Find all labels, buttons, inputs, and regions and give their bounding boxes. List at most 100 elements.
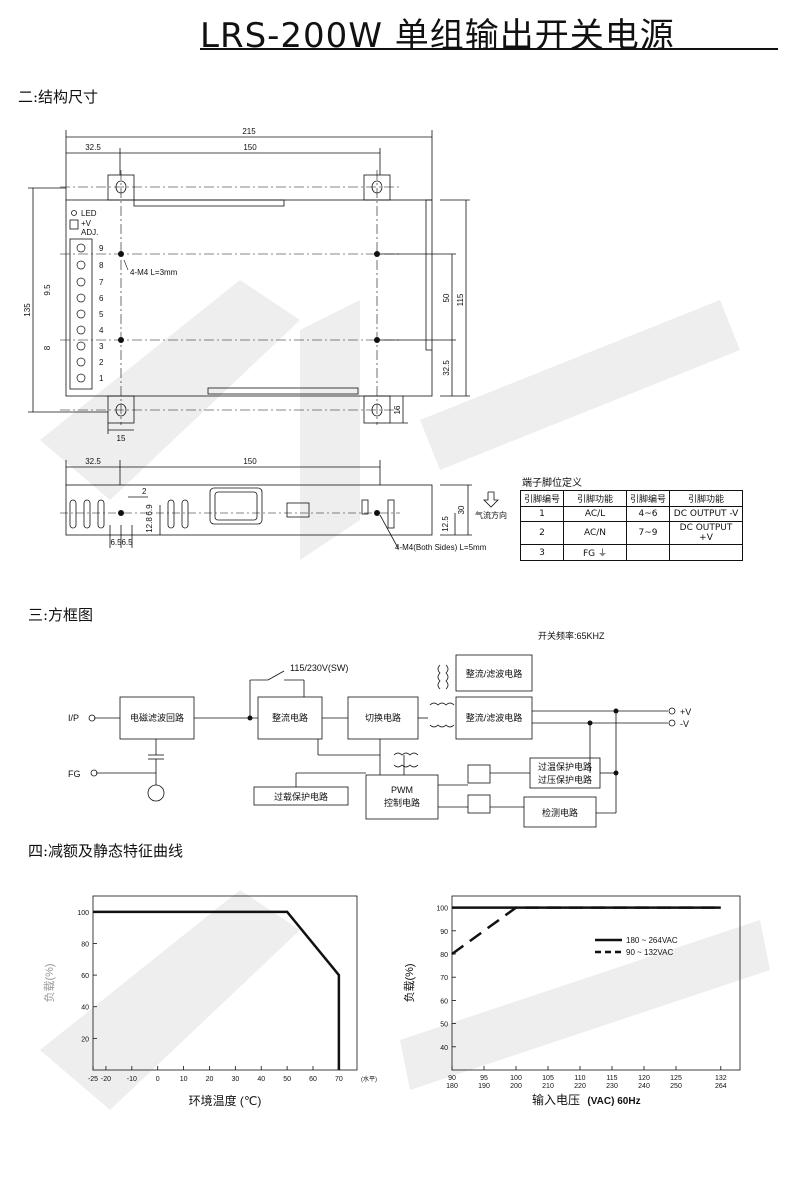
y-tick-label: 60 [440,998,448,1005]
x-tick-label-bottom: 220 [574,1083,586,1090]
x-tick-label-bottom: 180 [446,1083,458,1090]
dim-150: 150 [243,143,257,152]
x-tick-label: 0 [156,1076,160,1083]
x-tick-label-top: 120 [638,1075,650,1082]
section-structure: 二:结构尺寸 [18,88,99,106]
x-tick-label: 10 [180,1076,188,1083]
y-tick-label: 70 [440,975,448,982]
x-tick-label-bottom: 230 [606,1083,618,1090]
y-axis-label: 负载(%) [402,963,416,1002]
pin-cell [626,544,671,561]
title-underline [200,48,778,50]
block-rectifier: 整流电路 [272,712,308,723]
label-adj: ADJ. [81,228,98,237]
pin-cell: AC/N [563,521,628,545]
dim-8: 8 [43,345,52,350]
block-emi: 电磁滤波回路 [130,712,184,723]
x-tick-label: -20 [101,1076,111,1083]
side-dim-32-5: 32.5 [85,457,101,466]
x-tick-label-bottom: 264 [715,1083,727,1090]
label-m4-both: 4-M4(Both Sides) L=5mm [395,543,487,552]
terminal-label: 6 [99,294,104,303]
pin-cell: 1 [519,506,565,522]
x-tick-label: 30 [231,1076,239,1083]
x-tick-label-top: 105 [542,1075,554,1082]
side-dim-12-8: 12.8 [145,517,154,533]
dim-32-5: 32.5 [85,143,101,152]
y-tick-label: 100 [436,906,448,913]
terminal-label: 8 [99,261,104,270]
x-axis-label: 输入电压 [532,1092,580,1107]
x-tick-label-bottom: 190 [478,1083,490,1090]
plot-frame [92,895,358,1071]
terminal-label: 9 [99,244,104,253]
side-dim-12-5: 12.5 [441,516,450,532]
pin-table: 引脚编号 引脚功能 引脚编号 引脚功能 1 AC/L 4~6 DC OUTPUT… [519,490,744,561]
section-block-diagram: 三:方框图 [28,606,94,624]
block-diagram: 开关频率:65KHZ I/P FG 115/230V(SW) 电磁滤波回路 整流… [68,630,691,828]
pin-cell: DC OUTPUT +V [669,521,744,545]
side-dim-30: 30 [457,505,466,514]
block-switch: 切换电路 [365,712,401,723]
pin-header: 引脚编号 [626,490,671,507]
x-axis-label-unit: (VAC) 60Hz [587,1096,640,1107]
terminal-label: 2 [99,358,104,367]
x-tick-label-top: 115 [606,1075,617,1082]
x-tick-label-top: 110 [574,1075,585,1082]
y-tick-label: 40 [440,1045,448,1052]
block-rect-filter-top: 整流/滤波电路 [466,668,523,679]
label-minus-v: -V [680,719,689,729]
pin-header: 引脚编号 [519,490,565,507]
y-tick-label: 20 [81,1036,89,1043]
x-tick-label-top: 90 [448,1075,456,1082]
y-tick-label: 60 [81,973,89,980]
y-tick-label: 80 [81,941,89,948]
pin-cell: 3 [519,544,565,561]
side-dim-150: 150 [243,457,257,466]
block-olp: 过载保护电路 [274,791,328,802]
x-unit-label: (水平) [361,1075,377,1083]
x-tick-label-bottom: 240 [638,1083,650,1090]
pin-cell: FG ⏚ [563,544,628,561]
table-row: 1 AC/L 4~6 DC OUTPUT -V [519,506,744,522]
section-derating: 四:减额及静态特征曲线 [28,842,184,860]
block-pwm-control: 控制电路 [384,797,420,808]
block-pwm: PWM [391,785,413,795]
x-tick-label-bottom: 200 [510,1083,522,1090]
legend-label: 90 ~ 132VAC [626,948,673,957]
dim-15: 15 [117,434,126,443]
table-row: 2 AC/N 7~9 DC OUTPUT +V [519,521,744,545]
terminal-label: 7 [99,278,104,287]
switching-frequency: 开关频率:65KHZ [538,630,605,641]
pin-header: 引脚功能 [669,490,744,507]
label-fg: FG [68,769,81,779]
side-dim-6-5-b: 6.5 [121,538,133,547]
side-dim-6-5-a: 6.5 [110,538,122,547]
block-rect-filter: 整流/滤波电路 [466,712,523,723]
series-line [451,906,721,956]
dim-32-5-right: 32.5 [442,360,451,376]
x-tick-label-bottom: 210 [542,1083,554,1090]
pin-table-caption: 端子脚位定义 [522,478,582,489]
x-tick-label: 60 [309,1076,317,1083]
y-axis-label: 负载(%) [42,963,56,1002]
y-tick-label: 90 [440,929,448,936]
x-tick-label-top: 100 [510,1075,522,1082]
x-tick-label: -25 [88,1076,98,1083]
pin-cell [669,544,744,561]
pin-cell: 7~9 [626,521,671,545]
label-plus-v: +V [680,707,691,717]
dim-16: 16 [393,405,402,414]
dim-50: 50 [442,293,451,302]
chart-input-voltage-derating: 4050607080901009018095190100200105210110… [402,895,741,1107]
terminal-label: 1 [99,374,104,383]
x-tick-label-top: 95 [480,1075,488,1082]
side-dim-6-9: 6.9 [145,504,154,516]
terminal-label: 3 [99,342,104,351]
pin-cell: 2 [519,521,565,545]
block-otp: 过温保护电路 [538,761,592,772]
terminal-label: 4 [99,326,104,335]
y-tick-label: 50 [440,1022,448,1029]
terminal-label: 5 [99,310,104,319]
